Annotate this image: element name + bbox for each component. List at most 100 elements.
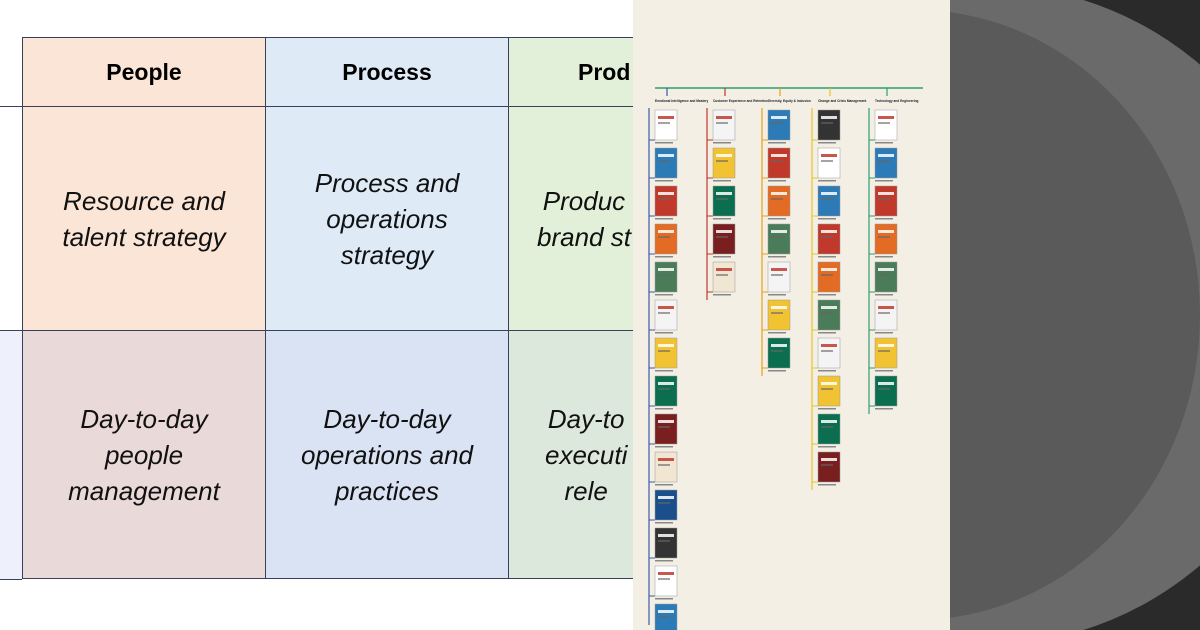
book-cover-title-band bbox=[771, 192, 787, 195]
book-caption bbox=[768, 180, 786, 182]
book-cover-subtitle-band bbox=[878, 312, 890, 314]
book-cover bbox=[767, 147, 791, 179]
book-cover bbox=[767, 185, 791, 217]
book-cover-title-band bbox=[878, 230, 894, 233]
book-cover-title-band bbox=[878, 344, 894, 347]
book-caption bbox=[655, 522, 673, 524]
book-caption bbox=[875, 370, 893, 372]
book-caption bbox=[655, 484, 673, 486]
book-cover-subtitle-band bbox=[821, 312, 833, 314]
book-cover-subtitle-band bbox=[658, 388, 670, 390]
header-people-label: People bbox=[106, 58, 182, 85]
book-cover bbox=[817, 261, 841, 293]
book-cover-title-band bbox=[658, 496, 674, 499]
book-cover bbox=[654, 527, 678, 559]
book-cover-subtitle-band bbox=[821, 274, 833, 276]
book-caption bbox=[875, 408, 893, 410]
book-caption bbox=[818, 484, 836, 486]
category-label-3: Diversity, Equity & Inclusion bbox=[768, 99, 811, 103]
book-cover-title-band bbox=[658, 116, 674, 119]
book-cover-subtitle-band bbox=[821, 198, 833, 200]
cell-process-strategy-text: Process and operations strategy bbox=[314, 167, 460, 270]
book-cover-title-band bbox=[878, 192, 894, 195]
cell-process-daily-text: Day-to-day operations and practices bbox=[300, 403, 474, 506]
book-caption bbox=[655, 142, 673, 144]
book-cover-title-band bbox=[878, 268, 894, 271]
book-caption bbox=[655, 560, 673, 562]
book-cover-subtitle-band bbox=[771, 236, 783, 238]
book-cover bbox=[654, 565, 678, 597]
book-cover bbox=[817, 109, 841, 141]
header-process-label: Process bbox=[342, 58, 432, 85]
book-cover-subtitle-band bbox=[878, 160, 890, 162]
book-caption bbox=[818, 142, 836, 144]
book-cover bbox=[654, 223, 678, 255]
book-cover-title-band bbox=[771, 154, 787, 157]
book-caption bbox=[818, 180, 836, 182]
book-caption bbox=[768, 218, 786, 220]
book-cover-title-band bbox=[658, 154, 674, 157]
book-cover-title-band bbox=[658, 534, 674, 537]
cell-product-strategy-text: Produc brand st bbox=[537, 185, 631, 252]
book-cover bbox=[767, 299, 791, 331]
org-matrix-table: People Process Prod Resource and talent … bbox=[0, 37, 633, 580]
category-label-4: Change and Crisis Management bbox=[818, 99, 867, 103]
cell-people-daily: Day-to-day people management bbox=[22, 330, 266, 579]
book-caption bbox=[655, 408, 673, 410]
book-cover-title-band bbox=[771, 268, 787, 271]
book-cover-subtitle-band bbox=[771, 198, 783, 200]
book-caption bbox=[818, 218, 836, 220]
cell-people-strategy: Resource and talent strategy bbox=[22, 106, 266, 331]
book-caption bbox=[655, 370, 673, 372]
book-cover-title-band bbox=[771, 230, 787, 233]
book-cover-title-band bbox=[658, 610, 674, 613]
book-caption bbox=[818, 370, 836, 372]
cell-product-strategy: Produc brand st bbox=[508, 106, 633, 331]
book-cover bbox=[817, 185, 841, 217]
book-cover bbox=[817, 375, 841, 407]
book-cover-subtitle-band bbox=[771, 122, 783, 124]
book-cover-title-band bbox=[878, 382, 894, 385]
book-caption bbox=[875, 256, 893, 258]
book-caption bbox=[655, 332, 673, 334]
book-cover bbox=[712, 147, 736, 179]
book-caption bbox=[818, 446, 836, 448]
book-cover-subtitle-band bbox=[658, 540, 670, 542]
book-cover-subtitle-band bbox=[658, 464, 670, 466]
book-cover-subtitle-band bbox=[771, 350, 783, 352]
left-row-label-strip bbox=[0, 330, 22, 580]
book-cover-subtitle-band bbox=[658, 578, 670, 580]
book-cover bbox=[767, 109, 791, 141]
book-cover-title-band bbox=[658, 230, 674, 233]
book-cover-title-band bbox=[821, 458, 837, 461]
book-cover bbox=[817, 299, 841, 331]
book-cover bbox=[874, 147, 898, 179]
book-cover-subtitle-band bbox=[716, 274, 728, 276]
book-caption bbox=[875, 332, 893, 334]
book-cover-title-band bbox=[821, 382, 837, 385]
book-cover bbox=[874, 261, 898, 293]
book-cover-subtitle-band bbox=[771, 160, 783, 162]
book-cover bbox=[817, 451, 841, 483]
book-cover bbox=[654, 299, 678, 331]
book-cover-title-band bbox=[658, 572, 674, 575]
book-cover-subtitle-band bbox=[658, 274, 670, 276]
book-cover bbox=[767, 223, 791, 255]
book-cover-title-band bbox=[716, 116, 732, 119]
book-cover-title-band bbox=[716, 154, 732, 157]
book-cover bbox=[817, 337, 841, 369]
book-caption bbox=[818, 332, 836, 334]
book-caption bbox=[713, 294, 731, 296]
book-cover bbox=[654, 489, 678, 521]
book-cover-title-band bbox=[771, 306, 787, 309]
book-cover-title-band bbox=[658, 344, 674, 347]
book-cover bbox=[654, 337, 678, 369]
book-cover-title-band bbox=[716, 268, 732, 271]
book-caption bbox=[875, 294, 893, 296]
book-cover bbox=[874, 185, 898, 217]
book-cover-subtitle-band bbox=[821, 464, 833, 466]
book-cover-title-band bbox=[821, 116, 837, 119]
book-cover-title-band bbox=[878, 306, 894, 309]
book-caption bbox=[875, 142, 893, 144]
